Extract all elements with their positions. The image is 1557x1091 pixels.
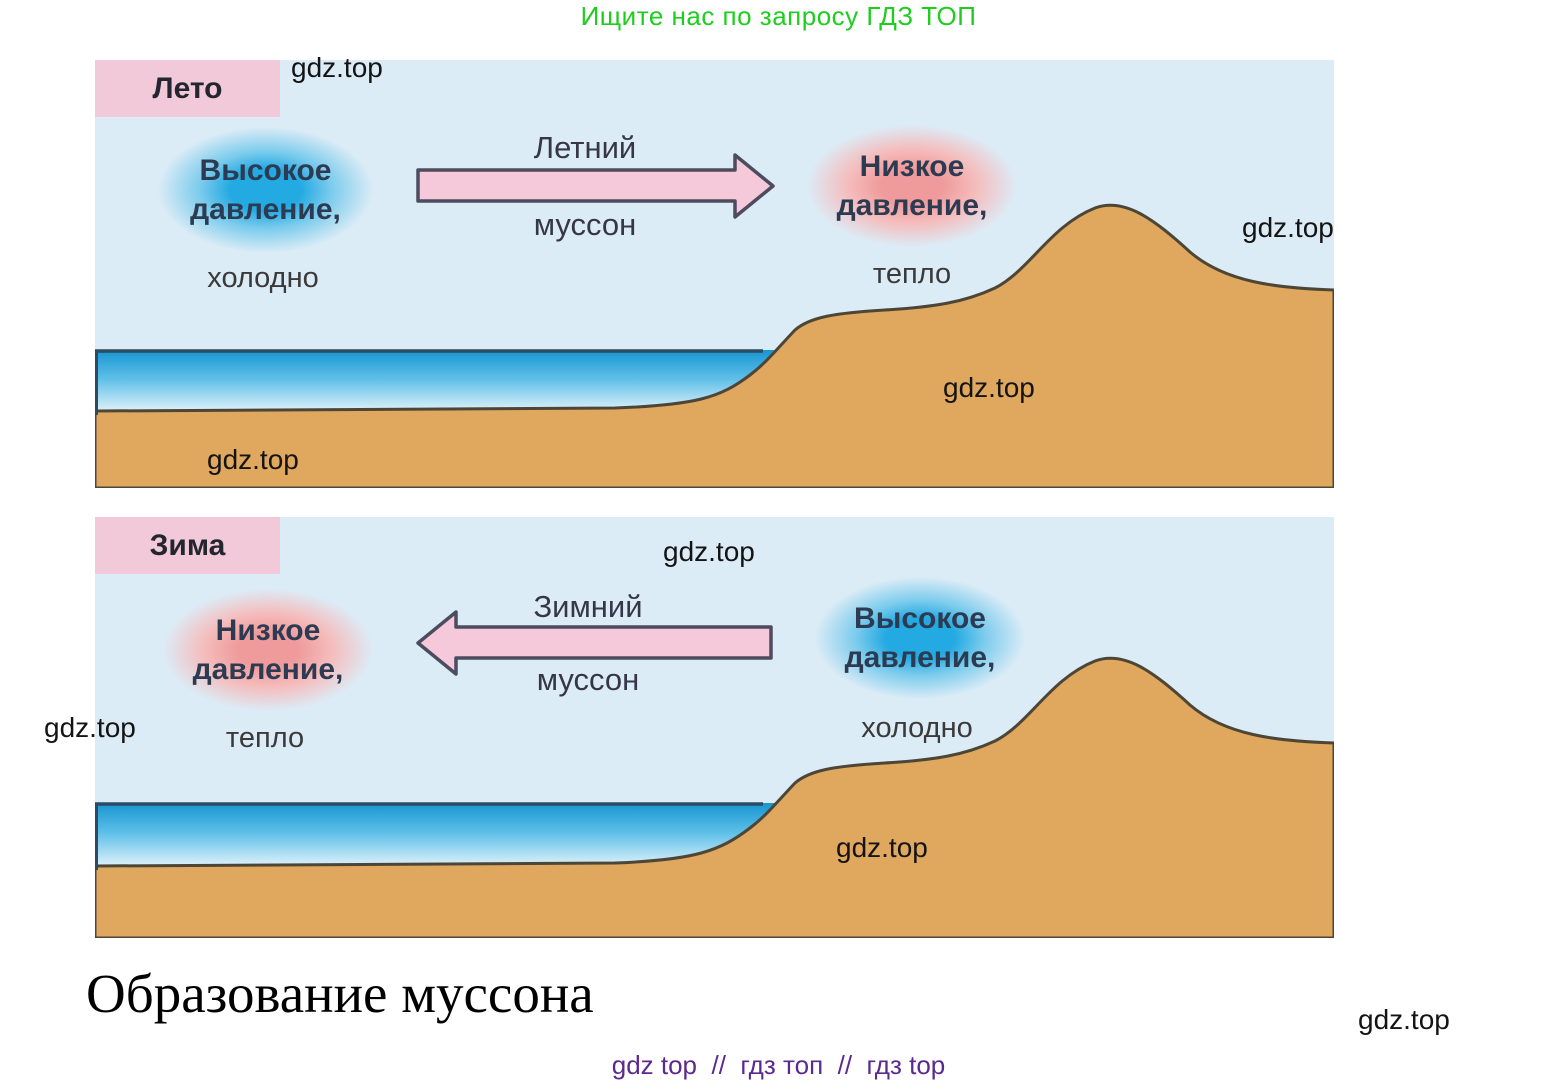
summer-monsoon-label-line1: Летний [533,130,637,165]
cold-label: холодно [861,712,973,744]
footer-sites: gdz top // гдз топ // гдз top [611,1050,946,1080]
watermark: gdz.top [1242,212,1334,243]
watermark: gdz.top [943,372,1035,403]
figure-caption: Образование муссона [86,963,594,1024]
land-shape [95,656,1334,938]
land-shape [95,203,1334,488]
watermark: gdz.top [207,444,299,475]
summer-monsoon-label-line2: муссон [533,207,637,242]
winter-monsoon-label-line1: Зимний [533,589,643,624]
watermark: gdz.top [836,832,928,863]
low-pressure-text-line2: давление, [836,189,988,222]
season-label-summer: Лето [95,60,280,117]
high-pressure-blob: Высокое давление, [810,574,1030,702]
winter-monsoon-arrow [416,610,773,676]
promo-banner: Ищите нас по запросу ГДЗ ТОП [580,1,977,31]
summer-terrain-graphic [95,153,1334,488]
watermark: gdz.top [663,536,755,567]
winter-terrain-graphic [95,610,1334,938]
watermark: gdz.top [1358,1004,1450,1035]
high-pressure-blob: Высокое давление, [153,124,378,256]
watermark: gdz.top [44,712,136,743]
low-pressure-text-line1: Низкое [215,614,321,647]
low-pressure-blob: Низкое давление, [802,122,1022,250]
low-pressure-text-line1: Низкое [859,150,965,183]
high-pressure-text-line2: давление, [190,193,341,226]
high-pressure-text-line2: давление, [844,641,996,674]
warm-label: тепло [872,258,952,290]
summer-monsoon-arrow [416,153,775,219]
low-pressure-blob: Низкое давление, [158,586,378,714]
summer-panel: Лето Высокое давление, холодно Летний му… [95,60,1334,488]
low-pressure-text-line2: давление, [192,653,344,686]
high-pressure-text-line1: Высокое [854,602,986,635]
high-pressure-text-line1: Высокое [199,154,332,187]
winter-panel: Зима Низкое давление, тепло Зимний муссо… [95,517,1334,938]
watermark: gdz.top [291,52,383,83]
winter-monsoon-label-line2: муссон [536,662,640,697]
season-label-winter: Зима [95,517,280,574]
warm-label: тепло [225,722,305,754]
cold-label: холодно [207,262,319,294]
